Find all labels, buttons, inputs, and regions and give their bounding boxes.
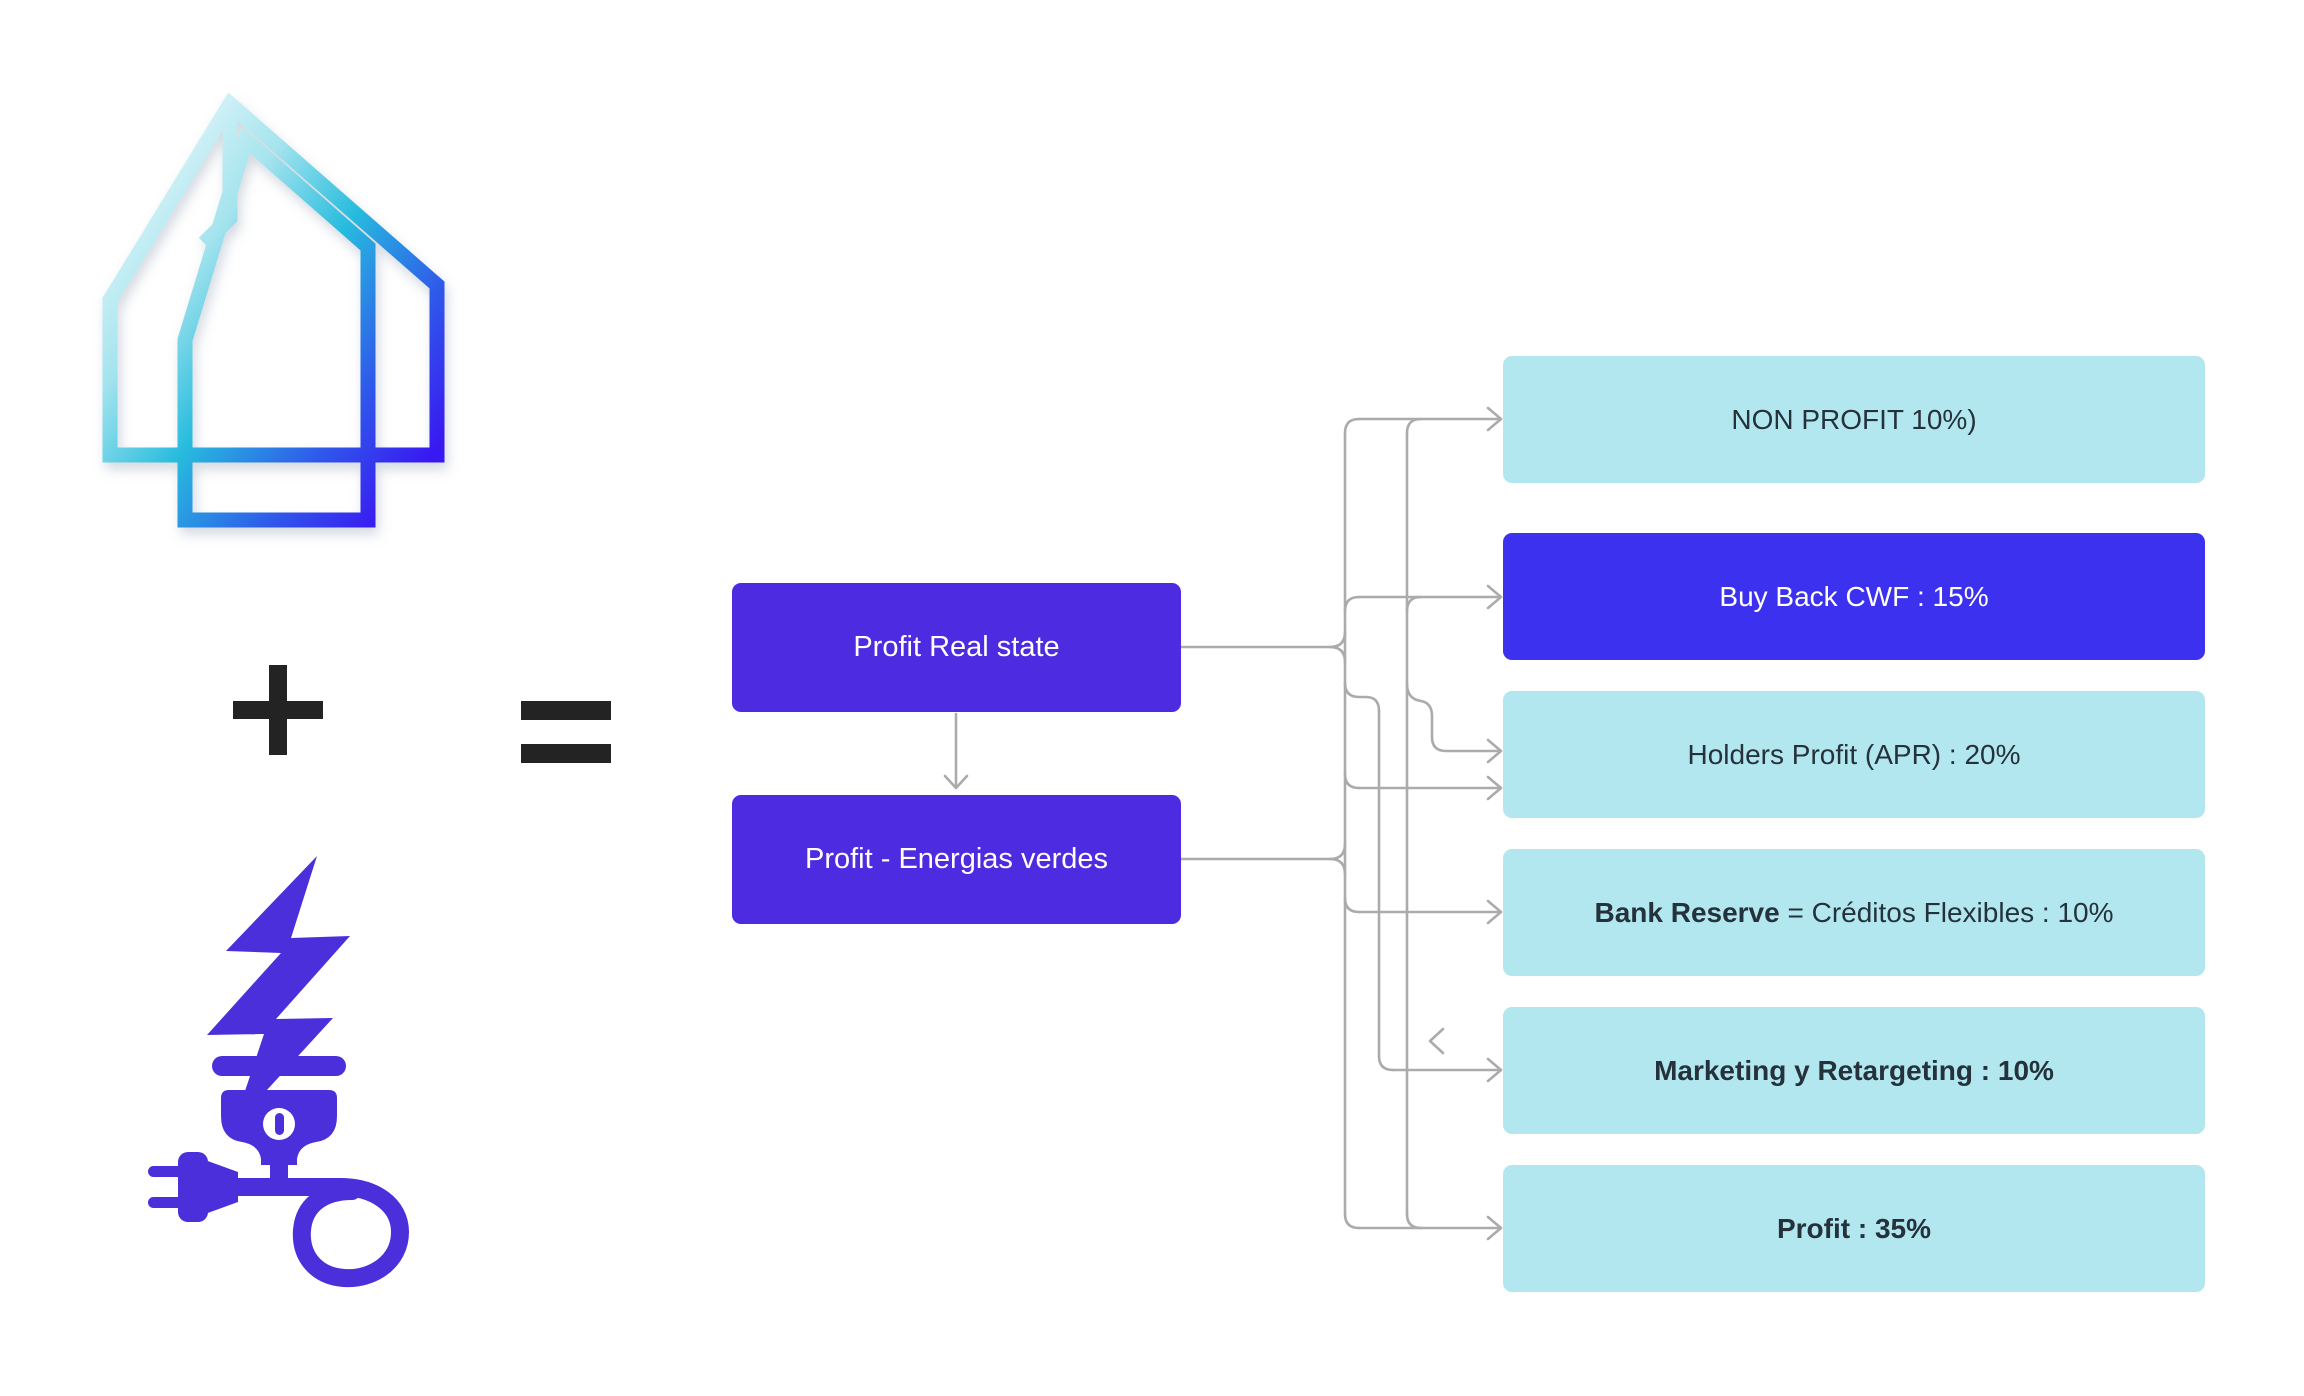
allocation-label: Marketing y Retargeting : 10% [1654,1054,2054,1086]
lightning-bolt-icon [207,856,350,1127]
allocation-box-buy-back-cwf[interactable]: Buy Back CWF : 15% [1503,533,2205,660]
allocation-label: Profit : 35% [1776,1212,1932,1244]
green-energy-icon [148,856,410,1288]
allocation-box-holders-profit[interactable]: Holders Profit (APR) : 20% [1503,691,2205,818]
allocation-label-bold: Bank Reserve [1594,896,1780,928]
allocation-label: Bank Reserve = Créditos Flexibles : 10% [1594,897,2113,929]
allocation-label: Buy Back CWF : 15% [1719,580,1989,612]
allocation-label: Holders Profit (APR) : 20% [1687,738,2021,770]
source-box-profit-energias-verdes[interactable]: Profit - Energias verdes [732,795,1181,924]
allocation-box-non-profit[interactable]: NON PROFIT 10%) [1503,356,2205,483]
allocation-box-marketing-retargeting[interactable]: Marketing y Retargeting : 10% [1503,1007,2205,1134]
source-label: Profit - Energias verdes [804,843,1108,875]
allocation-label: NON PROFIT 10%) [1731,403,1977,435]
house-logo-icon [102,92,445,528]
source-label: Profit Real state [853,631,1060,663]
allocation-label-rest: = Créditos Flexibles : 10% [1779,896,2114,928]
allocation-box-bank-reserve[interactable]: Bank Reserve = Créditos Flexibles : 10% [1503,849,2205,976]
equals-icon [521,701,611,763]
connector-lines [943,406,1503,1241]
allocation-box-profit[interactable]: Profit : 35% [1503,1165,2205,1292]
arrowheads [1428,406,1503,1241]
source-box-profit-real-state[interactable]: Profit Real state [732,583,1181,712]
plus-icon [233,665,323,755]
